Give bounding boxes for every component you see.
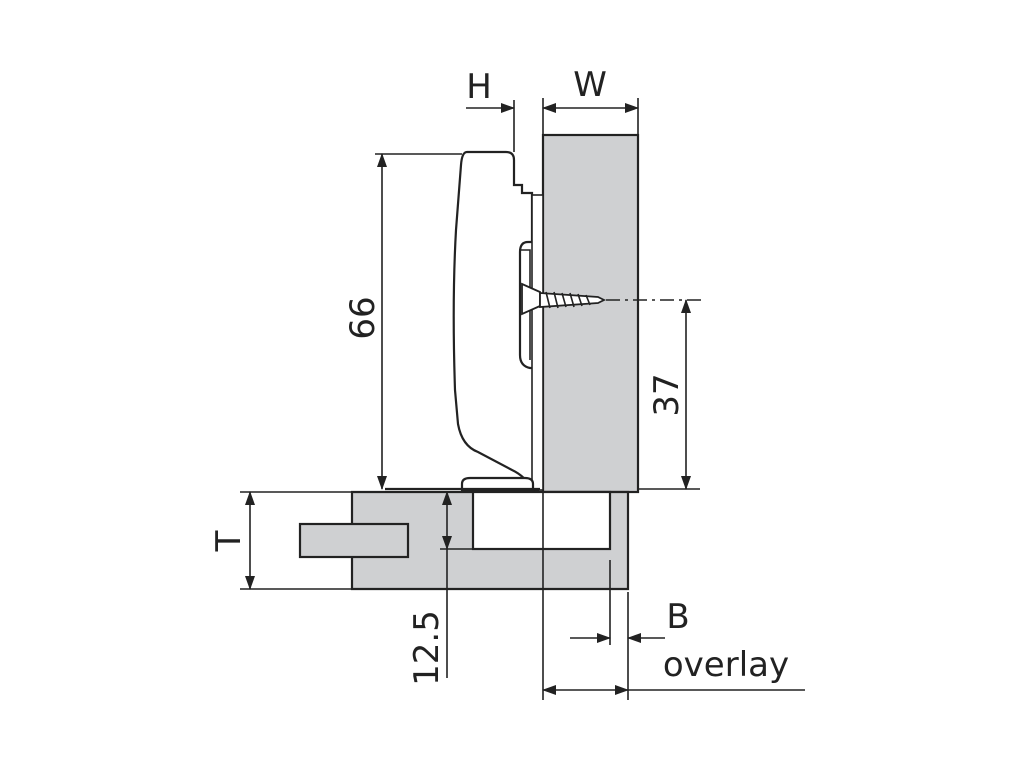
dim-t <box>240 491 352 590</box>
label-12-5: 12.5 <box>407 610 447 686</box>
shelf-rod <box>298 522 410 559</box>
hinge-cup-recess <box>471 490 612 551</box>
label-overlay: overlay <box>663 645 789 685</box>
label-t: T <box>209 530 249 552</box>
cabinet-side-panel <box>541 133 640 494</box>
hinge-arm <box>452 150 540 492</box>
dim-overlay <box>542 492 805 700</box>
label-37: 37 <box>647 373 687 416</box>
screw <box>521 282 607 316</box>
hinge-pivot-cap <box>460 476 535 492</box>
label-b: B <box>666 597 689 637</box>
dim-w <box>542 98 639 135</box>
dim-h <box>466 100 515 152</box>
dim-66 <box>375 153 462 490</box>
dim-b <box>570 560 665 700</box>
dim-37 <box>638 299 700 490</box>
hinge-arm-inner-line <box>520 249 531 360</box>
dim-12-5 <box>440 491 473 678</box>
label-h: H <box>466 67 492 107</box>
label-w: W <box>573 65 607 105</box>
mounting-plate <box>531 194 544 491</box>
label-66: 66 <box>343 296 383 339</box>
